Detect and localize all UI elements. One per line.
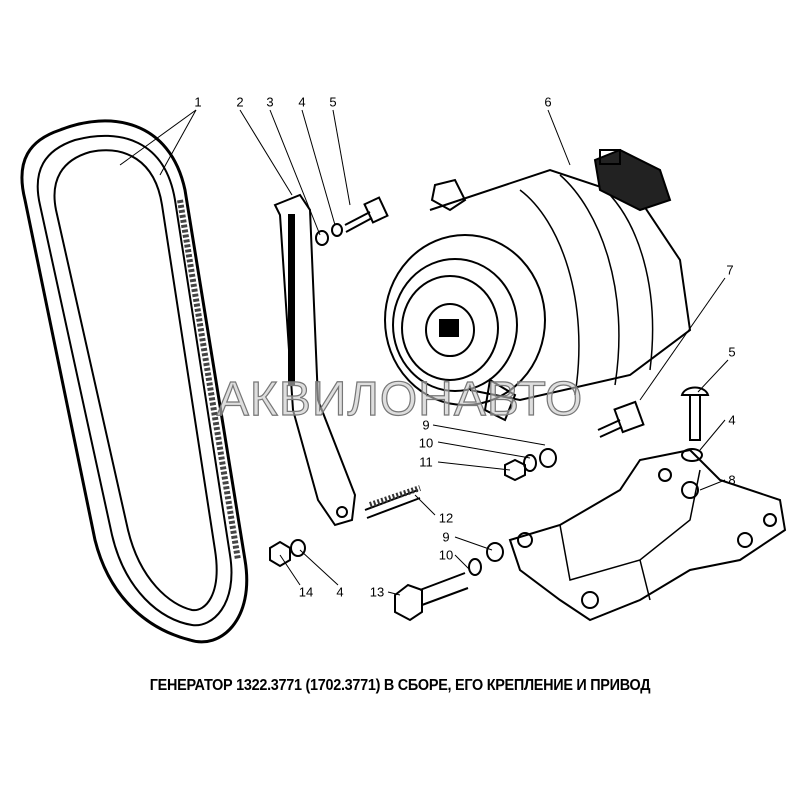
- callout-4: 4: [298, 94, 306, 110]
- watermark: АКВИЛОНАВТО: [216, 372, 584, 426]
- leader-lines: [119, 109, 729, 596]
- nut-14: [269, 539, 306, 568]
- stud-7: [597, 400, 645, 438]
- callout-8: 8: [728, 472, 736, 488]
- figure-caption: ГЕНЕРАТОР 1322.3771 (1702.3771) В СБОРЕ,…: [149, 677, 651, 694]
- mounting-bracket: [508, 448, 787, 622]
- adjusting-strap: [273, 193, 357, 527]
- callout-10-lower: 10: [438, 547, 454, 563]
- callout-6: 6: [544, 94, 552, 110]
- callout-11: 11: [419, 454, 433, 470]
- callout-1: 1: [194, 94, 202, 110]
- bolt-5-right: [680, 386, 710, 462]
- callout-13: 13: [369, 584, 385, 600]
- callout-3: 3: [266, 94, 274, 110]
- drive-belt: [20, 119, 249, 644]
- callout-9-lower: 9: [442, 529, 450, 545]
- callout-5-right: 5: [728, 344, 736, 360]
- callout-5: 5: [329, 94, 337, 110]
- washers-lower: [468, 542, 504, 576]
- callout-7: 7: [726, 262, 734, 278]
- nuts-middle: [504, 448, 557, 482]
- stud-12: [364, 485, 421, 519]
- bolt-13: [394, 572, 469, 622]
- alternator: [384, 148, 692, 422]
- callout-9: 9: [422, 417, 430, 433]
- callout-10: 10: [418, 435, 434, 451]
- callout-14: 14: [298, 584, 314, 600]
- callout-12: 12: [438, 510, 454, 526]
- callout-2: 2: [236, 94, 244, 110]
- bolt-washers-top: [315, 196, 389, 246]
- callout-4-right: 4: [728, 412, 736, 428]
- callout-4-lower: 4: [336, 584, 344, 600]
